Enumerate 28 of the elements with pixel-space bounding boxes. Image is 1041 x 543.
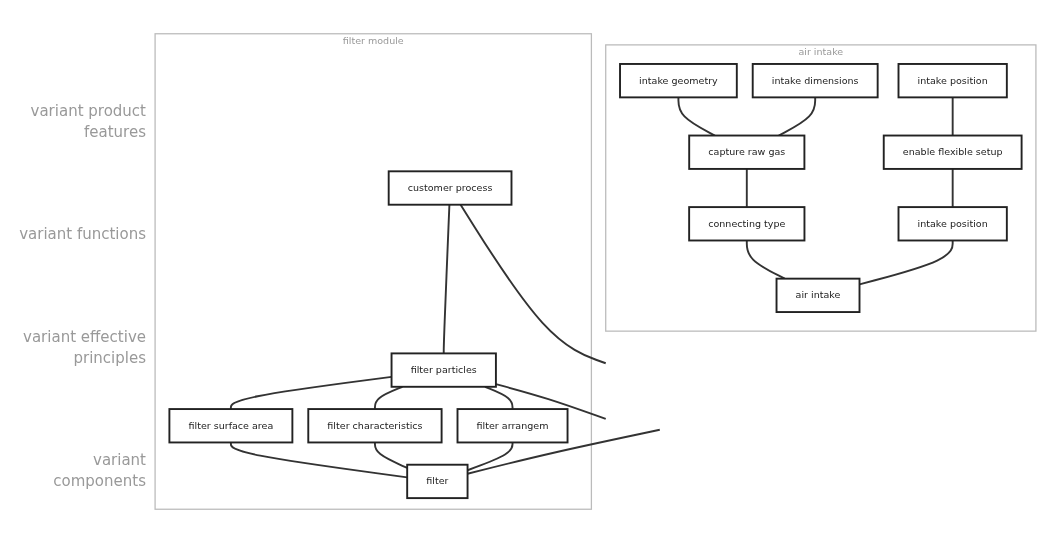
- row-label: variant effective principles: [22, 326, 146, 369]
- node-box: filter arrangem: [456, 408, 569, 444]
- node-box: customer process: [387, 170, 513, 206]
- connector: [951, 167, 954, 209]
- node-box: filter surface area: [168, 408, 294, 444]
- node-box: intake dimensions: [751, 63, 879, 99]
- node-box: enable flexible setup: [882, 134, 1023, 170]
- connector: [459, 203, 607, 365]
- node-box: intake position: [897, 206, 1008, 242]
- node-box: filter characteristics: [307, 408, 443, 444]
- connector: [777, 96, 817, 137]
- node-box: capture raw gas: [688, 134, 806, 170]
- row-label: variant components: [52, 450, 146, 493]
- connector: [745, 239, 786, 280]
- connector: [374, 385, 404, 410]
- connector: [745, 167, 748, 209]
- node-box: intake geometry: [619, 63, 738, 99]
- node-box: intake position: [897, 63, 1008, 99]
- node-box: connecting type: [688, 206, 806, 242]
- connector: [484, 385, 514, 410]
- node-box: air intake: [775, 277, 861, 313]
- connector: [951, 96, 954, 137]
- node-box: filter particles: [390, 352, 497, 388]
- connector: [442, 203, 451, 355]
- row-label: variant functions: [18, 224, 146, 246]
- connector: [677, 96, 716, 137]
- node-box: filter: [406, 463, 469, 500]
- row-label: variant product features: [29, 100, 146, 143]
